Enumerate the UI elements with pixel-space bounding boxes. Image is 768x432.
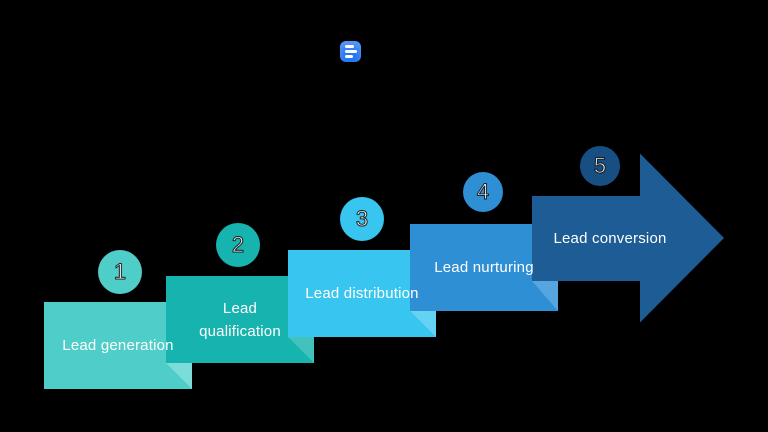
step-label-lead-conversion: Lead conversion: [545, 196, 675, 281]
step-label-text: Lead generation: [62, 337, 174, 354]
step-number: 4: [476, 179, 490, 204]
step-number: 5: [593, 153, 607, 178]
step-label-lead-qualification: Lead qualification: [166, 276, 314, 363]
step-number: 2: [231, 232, 245, 257]
step-label-text: Lead distribution: [305, 285, 419, 302]
step-label-text: Lead nurturing: [434, 259, 534, 276]
step-number-badge-2: 2: [216, 223, 260, 267]
logo-bar: [345, 55, 353, 58]
logo-bar: [345, 45, 354, 48]
step-arrow-body-lead-conversion: [532, 196, 640, 281]
step-number-badge-1: 1: [98, 250, 142, 294]
step-number-badge-4: 4: [463, 172, 503, 212]
step-number-badge-3: 3: [340, 197, 384, 241]
step-label-lead-nurturing: Lead nurturing: [410, 224, 558, 311]
step-label-lead-distribution: Lead distribution: [288, 250, 436, 337]
step-label-text: Lead qualification: [199, 299, 281, 340]
step-number: 3: [355, 206, 369, 231]
step-number: 1: [113, 259, 127, 284]
slidebean-logo-icon: [340, 41, 361, 62]
logo-bar: [345, 50, 357, 53]
step-label-lead-generation: Lead generation: [44, 302, 192, 389]
step-number-badge-5: 5: [580, 146, 620, 186]
step-label-text: Lead conversion: [553, 230, 667, 247]
